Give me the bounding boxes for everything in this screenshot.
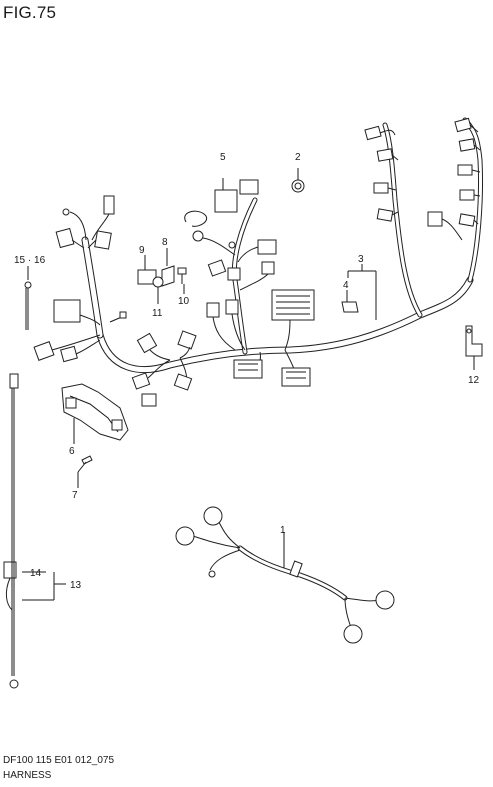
callouts: 1 2 3 4 5 6 7 8 9 10 11 12 13 14 15 · 16	[14, 152, 480, 591]
callout-7: 7	[72, 490, 78, 501]
callout-9: 9	[139, 245, 145, 256]
bracket-part-12	[465, 325, 483, 370]
holder-part-6	[61, 383, 129, 444]
clamp-parts-8-11	[137, 248, 187, 304]
callout-2: 2	[295, 152, 301, 163]
callout-3: 3	[358, 254, 364, 265]
main-harness	[33, 117, 484, 407]
mid-connectors	[184, 210, 277, 351]
callout-14: 14	[30, 568, 42, 579]
battery-cable-part-13-14	[3, 373, 66, 689]
callout-6: 6	[69, 446, 75, 457]
center-connector-block	[233, 289, 315, 387]
fuse-part-4	[341, 290, 359, 313]
callout-1: 1	[280, 525, 286, 536]
cable-tie-part-15-16	[24, 266, 32, 330]
upper-connectors	[364, 117, 481, 241]
figure-name: HARNESS	[3, 770, 52, 781]
nut-part-2	[291, 168, 305, 193]
sub-harness-part-1	[175, 506, 395, 644]
figure-code: DF100 115 E01 012_075	[3, 755, 115, 766]
relay-part-5	[214, 178, 259, 213]
callout-10: 10	[178, 296, 190, 307]
screw-part-7	[77, 455, 93, 488]
callout-13: 13	[70, 580, 82, 591]
callout-15-16: 15 · 16	[14, 255, 46, 266]
callout-5: 5	[220, 152, 226, 163]
left-connectors	[33, 195, 197, 407]
callout-4: 4	[343, 280, 349, 291]
callout-12: 12	[468, 375, 480, 386]
callout-8: 8	[162, 237, 168, 248]
callout-11: 11	[152, 308, 163, 319]
figure-title: FIG.75	[3, 3, 57, 22]
leader-part-3	[347, 264, 377, 320]
